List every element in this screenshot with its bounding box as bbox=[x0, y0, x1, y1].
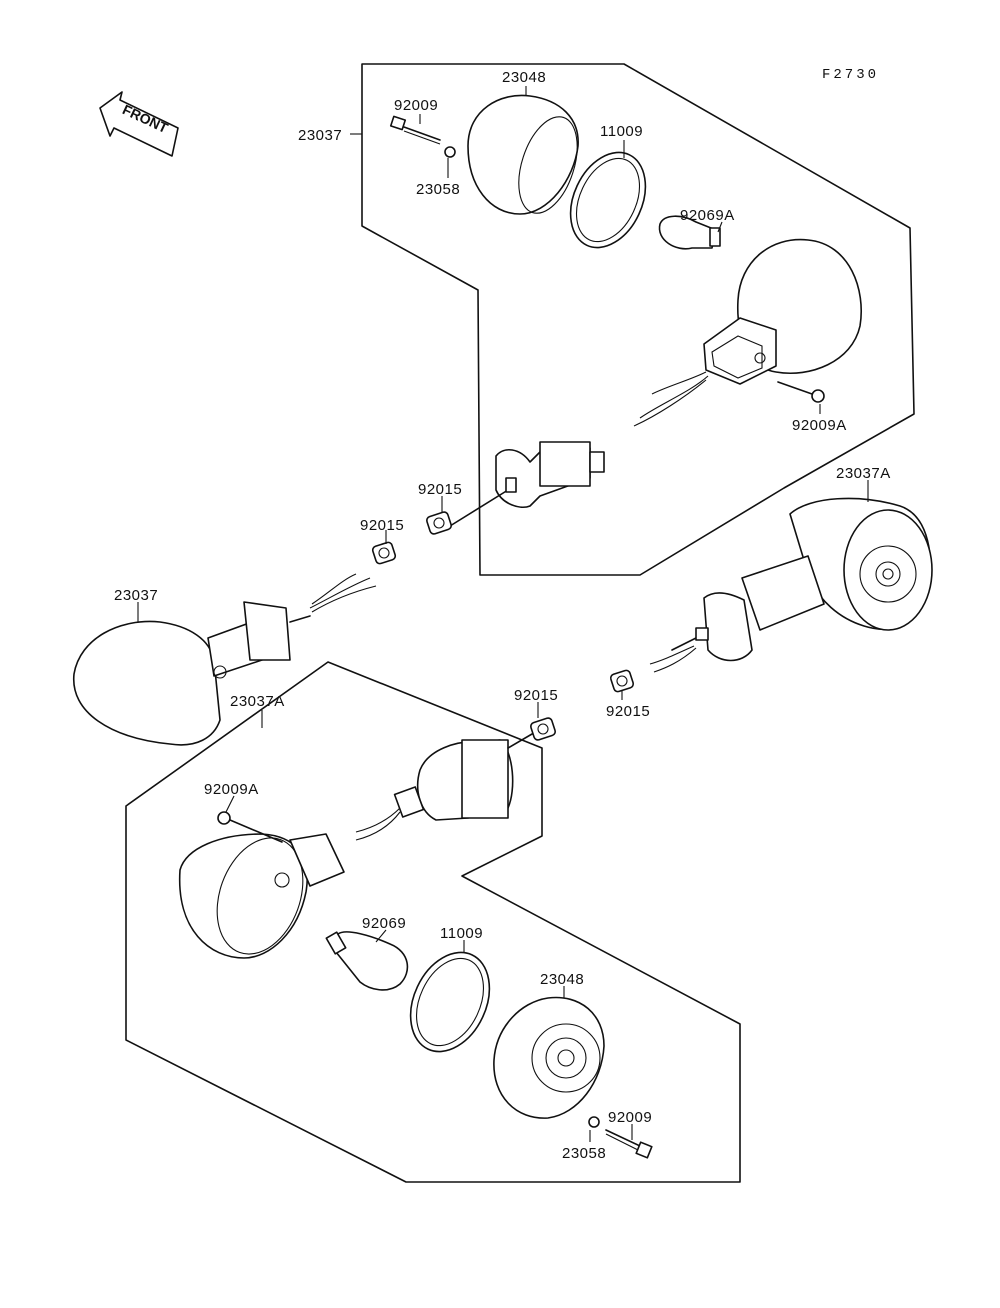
upper-group-outline bbox=[361, 63, 915, 576]
housing-lower-left bbox=[178, 833, 345, 959]
label-92015-center: 92015 bbox=[418, 481, 462, 498]
front-arrow-icon: FRONT bbox=[99, 91, 179, 157]
screw-92009-top bbox=[389, 115, 441, 145]
label-92009a-right: 92009A bbox=[792, 417, 847, 434]
lower-group-outline bbox=[125, 661, 741, 1183]
label-92009a-bottom: 92009A bbox=[204, 781, 259, 798]
lens-23048-bottom bbox=[493, 996, 605, 1119]
label-92015-right: 92015 bbox=[606, 703, 650, 720]
diagram-code: F2730 bbox=[822, 67, 879, 83]
turn-signal-23037a-right bbox=[649, 497, 933, 673]
label-11009-bottom: 11009 bbox=[440, 925, 483, 942]
lens-23048-top bbox=[467, 94, 579, 215]
label-23037-top: 23037 bbox=[298, 127, 342, 144]
label-92009-bottom: 92009 bbox=[608, 1109, 652, 1126]
leader-lines bbox=[137, 86, 869, 1142]
washer-23058-top bbox=[444, 146, 456, 158]
label-92009-top: 92009 bbox=[394, 97, 438, 114]
label-23058-top: 23058 bbox=[416, 181, 460, 198]
screw-92009-bottom bbox=[605, 1129, 653, 1159]
label-23058-bottom: 23058 bbox=[562, 1145, 606, 1162]
nut-92015-center bbox=[425, 511, 453, 535]
label-23037a-bottom: 23037A bbox=[230, 693, 285, 710]
nut-92015-bottom bbox=[529, 717, 557, 741]
nut-92015-left bbox=[371, 541, 397, 565]
screw-92009a-right bbox=[777, 381, 825, 403]
label-92015-bottom: 92015 bbox=[514, 687, 558, 704]
turn-signal-23037-left bbox=[73, 573, 377, 746]
nut-92015-right bbox=[609, 669, 635, 693]
housing-upper-right bbox=[633, 238, 862, 427]
gasket-11009-bottom bbox=[409, 951, 491, 1053]
stem-lower bbox=[355, 733, 533, 841]
label-92069-bottom: 92069 bbox=[362, 915, 406, 932]
label-92069a-top: 92069A bbox=[680, 207, 735, 224]
label-23037-left: 23037 bbox=[114, 587, 158, 604]
washer-23058-bottom bbox=[588, 1116, 600, 1128]
stem-upper-center bbox=[449, 441, 605, 527]
bulb-92069a bbox=[658, 215, 721, 250]
gasket-11009-top bbox=[569, 151, 647, 249]
label-11009-top: 11009 bbox=[600, 123, 643, 140]
label-23037a-right: 23037A bbox=[836, 465, 891, 482]
label-23048-bottom: 23048 bbox=[540, 971, 584, 988]
label-23048-top: 23048 bbox=[502, 69, 546, 86]
screw-92009a-bottom bbox=[217, 811, 283, 843]
label-92015-left: 92015 bbox=[360, 517, 404, 534]
bulb-92069 bbox=[325, 931, 409, 991]
